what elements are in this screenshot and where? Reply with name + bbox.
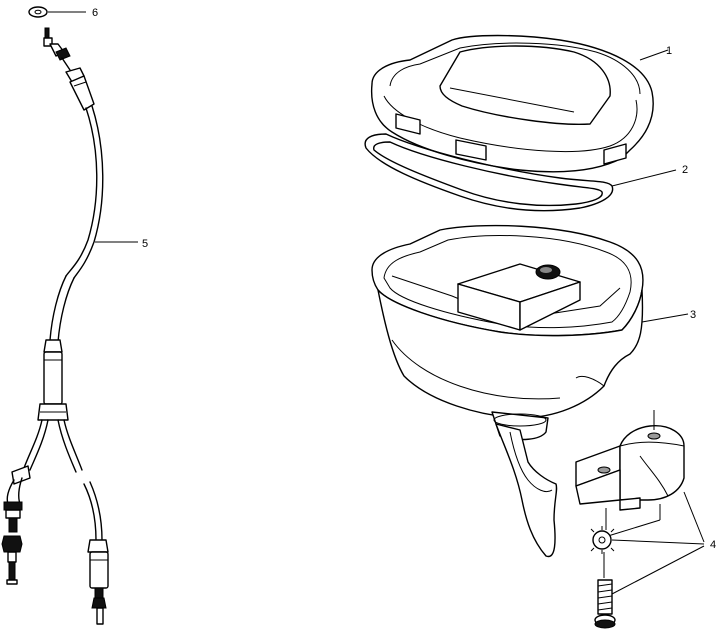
gasket-2 (364, 133, 677, 212)
clamp-hardware-4 (575, 410, 705, 629)
callout-2: 2 (682, 164, 688, 176)
lock-washer (590, 526, 615, 554)
screw (594, 579, 616, 629)
callout-5: 5 (142, 238, 148, 250)
callout-4: 4 (710, 539, 716, 551)
throttle-cable-5 (1, 27, 138, 625)
washer-6 (28, 6, 86, 18)
callout-3: 3 (690, 309, 696, 321)
housing-cover-1 (370, 34, 669, 173)
throttle-housing-3 (371, 224, 689, 558)
callout-6: 6 (92, 7, 98, 19)
callout-1: 1 (666, 45, 672, 57)
